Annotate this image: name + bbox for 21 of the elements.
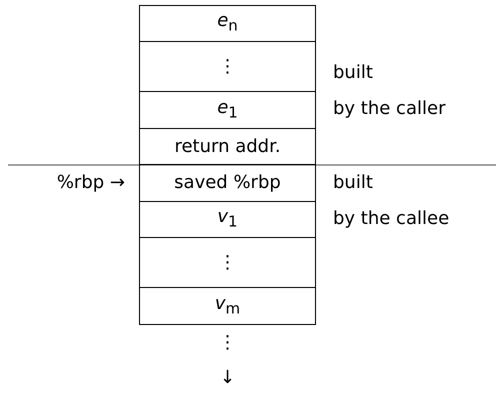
slot-label: return addr. — [174, 136, 281, 158]
pointer-label: %rbp → — [56, 171, 125, 195]
slot-label: e$_{n}$ — [217, 10, 238, 37]
ellipsis: ⋮ — [218, 331, 238, 355]
stack-slot — [139, 41, 316, 92]
slot-label: v$_{m}$ — [214, 292, 240, 320]
stack-slot — [139, 237, 316, 288]
slot-label: ⋮ — [218, 56, 236, 78]
slot-label: v$_{1}$ — [217, 206, 238, 233]
callee-note: built by the callee — [333, 171, 450, 231]
stack-slot — [139, 201, 316, 238]
stack-slot — [139, 5, 316, 42]
stack-slot — [139, 164, 316, 202]
caller-note: built by the caller — [333, 61, 446, 121]
stack-slot — [139, 287, 316, 325]
down-arrow: ↓ — [218, 366, 236, 390]
slot-label: saved %rbp — [174, 172, 281, 194]
stack-slot — [139, 91, 316, 129]
slot-label: ⋮ — [218, 252, 236, 274]
slot-label: e$_{1}$ — [217, 96, 238, 124]
stack-slot — [139, 128, 316, 165]
